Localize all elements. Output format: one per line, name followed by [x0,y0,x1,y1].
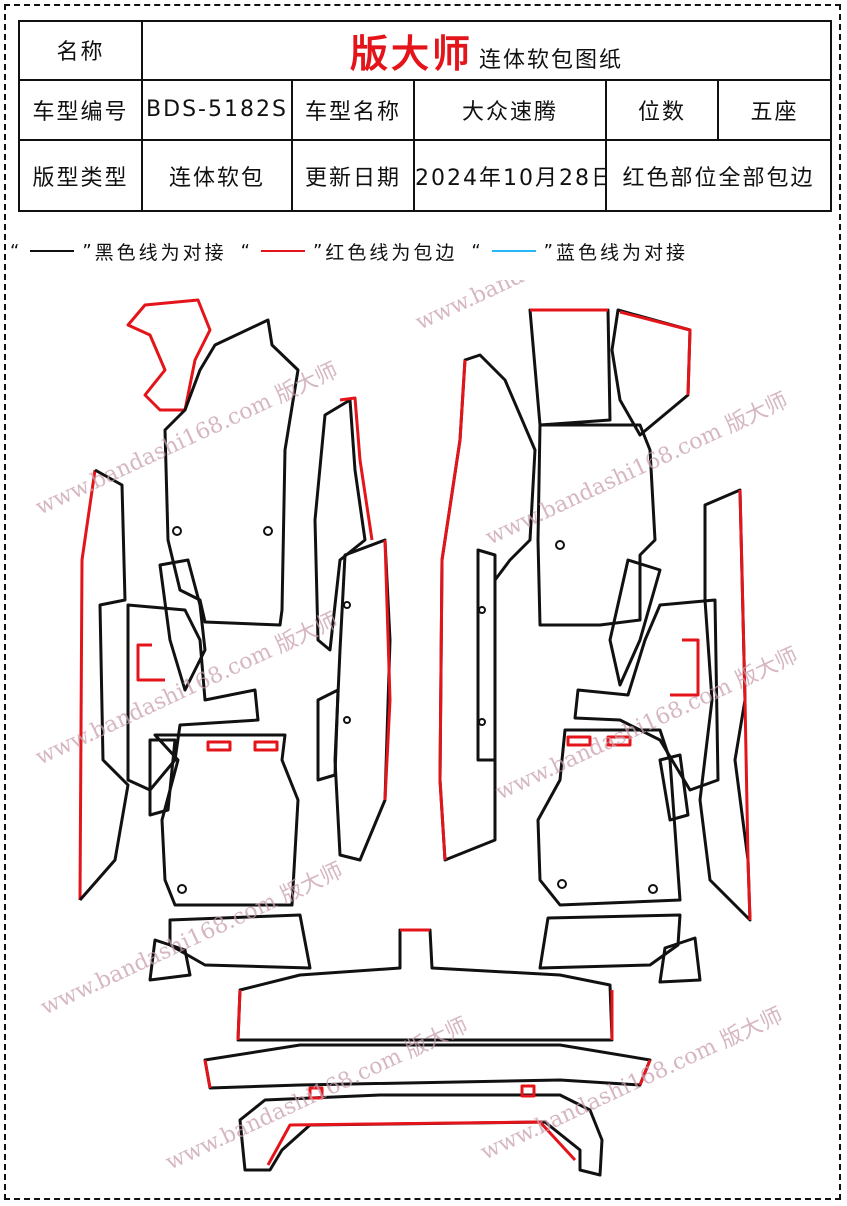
mount-hole [555,540,565,550]
left-bottom-flap [148,938,192,982]
mount-hole [478,606,486,614]
trunk-bottom-piece [238,1093,604,1177]
left-rear-mat [153,733,300,907]
right-rear-red-slot-1 [566,735,592,747]
edge-note: 红色部位全部包边 [604,139,833,212]
seats-label: 位数 [605,78,719,142]
left-side-strip [78,468,130,901]
brand-name: 版大师 [350,31,474,76]
left-center-strip [313,398,367,652]
right-rear-mat [536,728,682,907]
right-front-mat [610,308,692,437]
red-line-swatch [261,250,305,252]
right-inner-strip [476,548,497,762]
name-label: 名称 [18,20,143,81]
right-bottom-flap [658,936,702,984]
right-rear-red-slot-2 [606,735,632,747]
page-border [4,4,841,1200]
right-top-mat [528,308,612,427]
legend-black-text: 黑色线为对接 [94,241,227,264]
mount-hole [343,601,351,609]
trunk-top-piece [236,928,614,1042]
right-sill-panel [573,598,720,792]
update-label: 更新日期 [291,139,415,212]
legend-blue-text: 蓝色线为对接 [556,241,689,264]
brand-suffix: 连体软包图纸 [479,47,624,73]
mount-hole [343,716,351,724]
right-main-mat [536,423,657,627]
left-tunnel-red [383,539,392,801]
left-tunnel-strip [333,538,392,862]
mount-hole [557,879,567,889]
right-small-flap [658,753,690,822]
legend-blue: “ ” 蓝色线为对接 [471,238,688,265]
mat-pattern-drawing: www.bandashi168.com 版大师 www.bandashi168.… [32,280,802,1177]
update-date: 2024年10月28日 [413,139,607,212]
legend-black: “ ” 黑色线为对接 [10,238,227,265]
model-name-label: 车型名称 [291,78,415,142]
mount-hole [263,526,273,536]
model-name: 大众速腾 [413,78,607,142]
right-bottom-bar [538,913,682,970]
left-side-strip-red [78,469,97,901]
type-label: 版型类型 [18,139,143,212]
watermark: www.bandashi168.com 版大师 [477,1003,787,1165]
trunk-bottom-red [266,1120,577,1166]
watermark: www.bandashi168.com 版大师 [32,608,342,770]
mount-hole [177,884,187,894]
trunk-top-red [236,928,614,1041]
right-tunnel-red [438,359,467,861]
left-tunnel-inner [316,688,340,782]
watermark: www.bandashi168.com 版大师 [492,643,802,805]
legend-red: “ ” 红色线为包边 [241,238,458,265]
mount-hole [172,526,182,536]
right-sill-red [670,638,700,697]
left-small-flap [148,738,177,817]
driver-mat-red-edge [126,298,212,412]
legend: “ ” 黑色线为对接 “ ” 红色线为包边 “ ” 蓝色线为对接 [10,236,840,266]
watermark: www.bandashi168.com 版大师 [32,358,342,520]
model-code-label: 车型编号 [18,78,143,142]
left-sill-panel [126,603,260,792]
left-center-red [339,396,374,541]
left-pillar-panel [158,558,207,692]
driver-mat [163,318,300,627]
left-sill-red [136,643,165,682]
right-side-red [738,489,752,921]
spec-table: 名称 版大师连体软包图纸 车型编号 BDS-5182S 车型名称 大众速腾 位数… [18,20,833,212]
left-rear-red-slot-1 [206,740,232,752]
black-line-swatch [30,250,75,252]
trunk-red-slot-2 [520,1084,536,1098]
mount-hole [478,718,486,726]
type-value: 连体软包 [141,139,293,212]
seats-value: 五座 [716,78,833,142]
model-code: BDS-5182S [141,78,293,142]
mount-hole [648,884,658,894]
trunk-middle-red [203,1059,652,1089]
blue-line-swatch [491,250,536,252]
trunk-red-slot-1 [308,1086,324,1100]
legend-red-text: 红色线为包边 [325,241,458,264]
watermark: www.bandashi168.com 版大师 [482,388,792,550]
left-bottom-bar [168,913,312,970]
right-pillar-panel [608,558,662,687]
watermark-layer: www.bandashi168.com 版大师 www.bandashi168.… [32,280,802,1175]
title-cell: 版大师连体软包图纸 [140,20,833,81]
watermark: www.bandashi168.com 版大师 [37,858,347,1020]
right-front-red [619,310,692,396]
left-rear-red-slot-2 [253,740,279,752]
